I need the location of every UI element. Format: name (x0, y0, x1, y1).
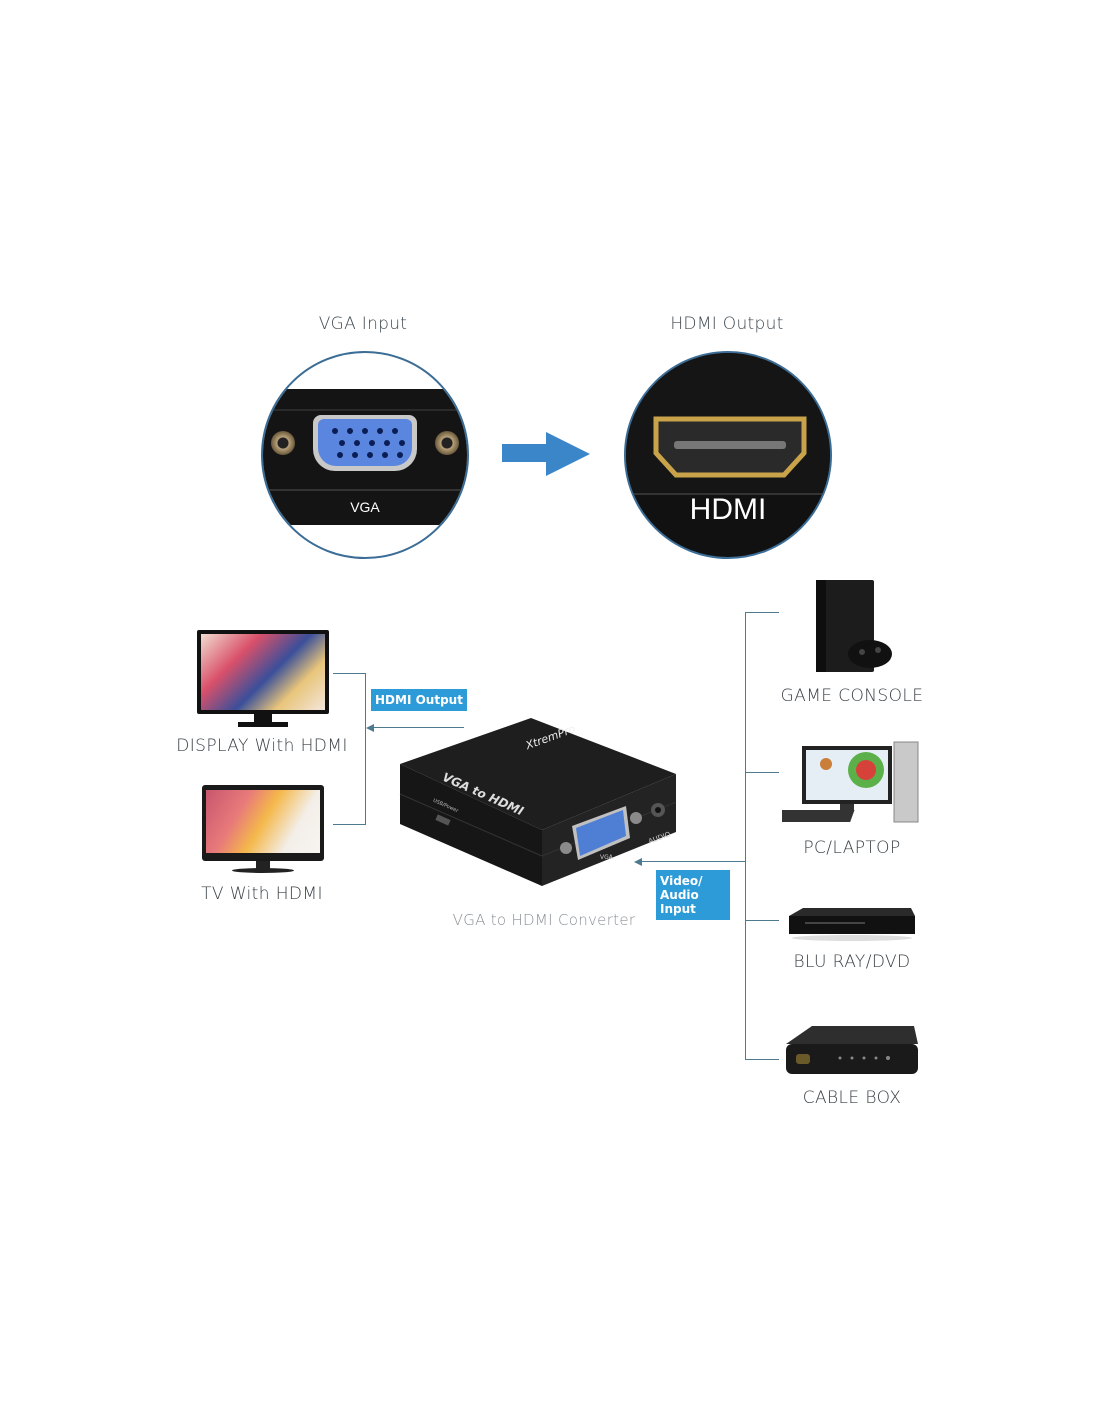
pc-laptop-icon (782, 741, 919, 823)
input-arrow-line (640, 861, 746, 862)
hdmi-output-tag: HDMI Output (371, 689, 467, 711)
hdmi-connector-icon (653, 416, 807, 478)
vga-pins-icon (332, 428, 405, 458)
output-arrow-line (372, 727, 464, 728)
hdmi-port-label: HDMI (689, 493, 767, 526)
converter-caption: VGA to HDMI Converter (452, 911, 636, 929)
cable-box-icon (786, 1026, 918, 1074)
screw-icon (435, 431, 459, 455)
vga-input-caption: VGA Input (318, 314, 408, 334)
source-label-game-console: GAME CONSOLE (780, 686, 924, 706)
vga-port-closeup: VGA (261, 351, 469, 559)
source-label-cable-box: CABLE BOX (802, 1088, 902, 1108)
video-audio-input-tag-line2: Audio Input (660, 888, 699, 916)
connector-line (745, 612, 779, 613)
connector-line (333, 673, 365, 674)
source-label-blu-ray-dvd: BLU RAY/DVD (793, 952, 911, 972)
converter-device (399, 718, 677, 886)
hdmi-port-closeup: HDMI (624, 351, 832, 559)
converter-vga-label: VGA (600, 854, 613, 861)
output-label-display: DISPLAY With HDMI (176, 736, 348, 756)
connector-line (745, 920, 779, 921)
hdmi-output-caption: HDMI Output (670, 314, 784, 334)
game-console-icon (816, 580, 892, 672)
screw-icon (271, 431, 295, 455)
connector-line (365, 673, 366, 825)
arrow-right-icon (502, 432, 590, 476)
arrowhead-left-icon (634, 858, 642, 866)
connector-line (333, 824, 365, 825)
blu-ray-dvd-icon (789, 908, 915, 941)
connector-line (745, 1059, 779, 1060)
source-bracket-line (745, 612, 746, 1060)
source-label-pc-laptop: PC/LAPTOP (803, 838, 901, 858)
vga-port-label: VGA (350, 499, 380, 515)
video-audio-input-tag: Video/ Audio Input (656, 870, 730, 920)
output-label-tv: TV With HDMI (201, 884, 323, 904)
arrowhead-left-icon (366, 724, 374, 732)
display-monitor (197, 630, 329, 714)
tv-monitor (202, 785, 324, 861)
video-audio-input-tag-line1: Video/ (660, 874, 703, 888)
connector-line (745, 772, 779, 773)
